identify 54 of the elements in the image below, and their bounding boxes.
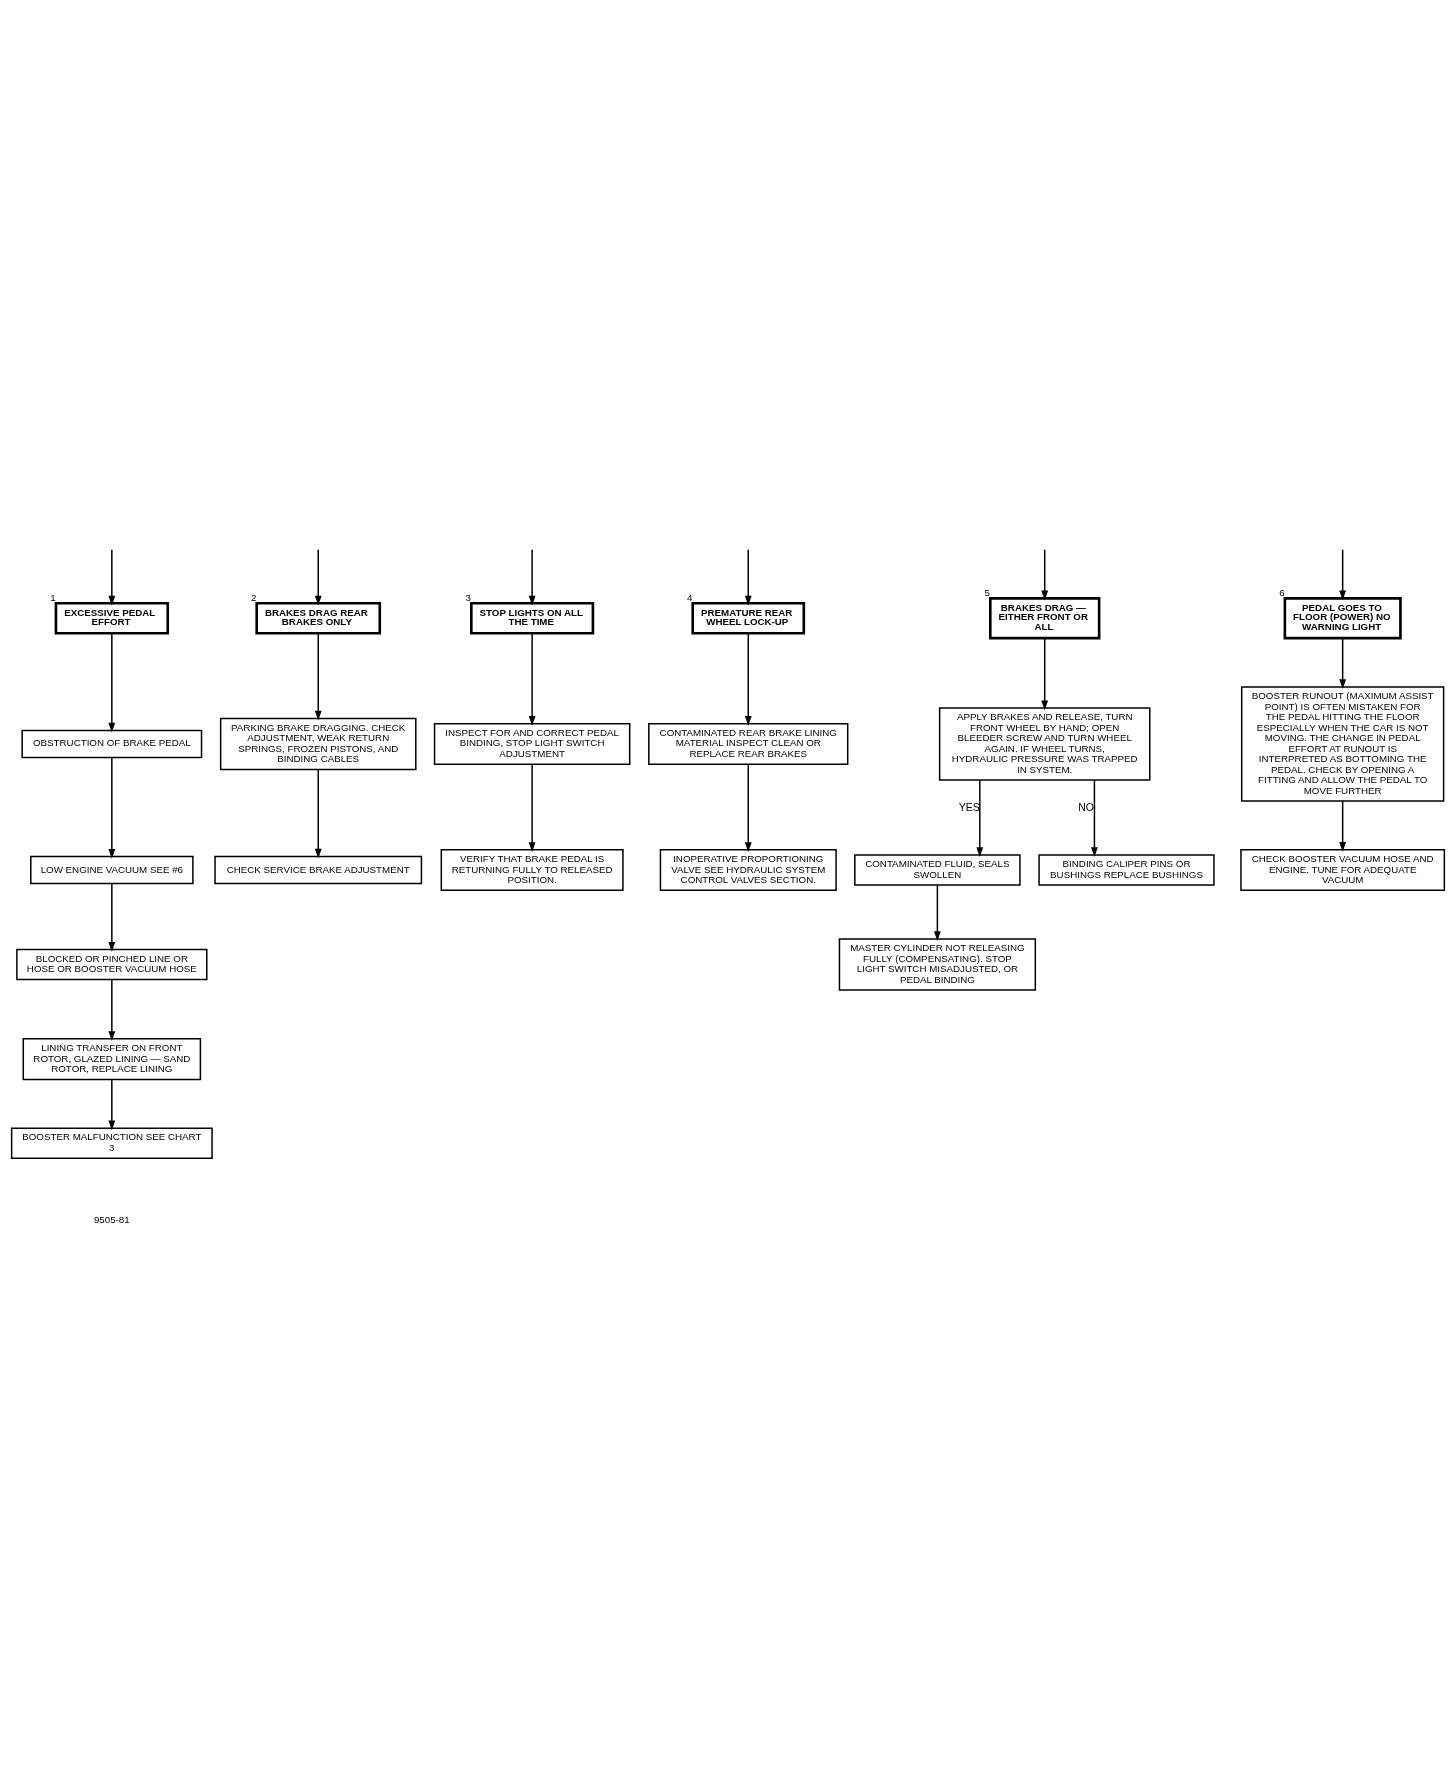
node-label: 4 bbox=[687, 591, 693, 602]
node-box: LOW ENGINE VACUUM SEE #6 bbox=[30, 855, 194, 884]
arrow bbox=[1091, 778, 1098, 857]
arrow bbox=[108, 978, 116, 1041]
arrow bbox=[108, 882, 116, 952]
node-box: EXCESSIVE PEDAL EFFORT bbox=[54, 601, 170, 635]
node-label: 2 bbox=[250, 591, 257, 602]
node-box: CHECK SERVICE BRAKE ADJUSTMENT bbox=[214, 855, 423, 884]
arrow bbox=[314, 768, 322, 859]
node-box: BLOCKED OR PINCHED LINE OR HOSE OR BOOSTER VACUUM HOSE bbox=[16, 948, 208, 980]
node-box: MASTER CYLINDER NOT RELEASING FULLY (COMPENSATING). STOP LIGHT SWITCH MISADJUSTED, OR PEDAL BINDING bbox=[838, 937, 1037, 991]
node-box: INOPERATIVE PROPORTIONING VALVE SEE HYDRAULIC SYSTEM CONTROL VALVES SECTION. bbox=[659, 848, 837, 891]
node-label: 3 bbox=[465, 591, 472, 602]
node-label: 5 bbox=[984, 586, 991, 598]
node-box: BINDING CALIPER PINS OR BUSHINGS REPLACE BUSHINGS bbox=[1038, 853, 1215, 886]
arrow bbox=[976, 778, 984, 857]
node-box: OBSTRUCTION OF BRAKE PEDAL bbox=[21, 729, 203, 758]
arrow bbox=[528, 763, 536, 852]
arrow bbox=[108, 1078, 116, 1130]
arrow bbox=[1339, 636, 1347, 689]
node-box: PEDAL GOES TO FLOOR (POWER) NO WARNING LIGHT bbox=[1283, 596, 1402, 639]
arrow bbox=[108, 756, 116, 859]
edge-label: NO bbox=[1078, 800, 1095, 813]
node-box: BRAKES DRAG REAR BRAKES ONLY bbox=[255, 601, 382, 635]
node-label: 6 bbox=[1279, 586, 1285, 598]
node-box: CHECK BOOSTER VACUUM HOSE AND ENGINE. TUNE FOR ADEQUATE VACUUM bbox=[1240, 848, 1446, 891]
node-box: PREMATURE REAR WHEEL LOCK-UP bbox=[691, 601, 806, 635]
node-box: STOP LIGHTS ON ALL THE TIME bbox=[470, 601, 595, 635]
arrow bbox=[1041, 548, 1049, 600]
node-box: CONTAMINATED FLUID, SEALS SWOLLEN bbox=[854, 853, 1021, 886]
node-label: 1 bbox=[50, 591, 56, 602]
arrow bbox=[108, 548, 116, 605]
arrow bbox=[314, 548, 322, 605]
node-box: CONTAMINATED REAR BRAKE LINING MATERIAL INSPECT CLEAN OR REPLACE REAR BRAKES bbox=[648, 722, 849, 765]
arrow bbox=[528, 548, 536, 605]
node-box: BRAKES DRAG — EITHER FRONT OR ALL bbox=[989, 596, 1101, 639]
arrow bbox=[744, 548, 752, 605]
arrow bbox=[314, 632, 322, 720]
arrow bbox=[1339, 799, 1347, 852]
arrow bbox=[1339, 548, 1347, 600]
arrow bbox=[1041, 636, 1049, 710]
arrow bbox=[108, 632, 116, 732]
node-box: BOOSTER MALFUNCTION SEE CHART 3 bbox=[10, 1126, 213, 1159]
node-box: APPLY BRAKES AND RELEASE, TURN FRONT WHEEL BY HAND; OPEN BLEEDER SCREW AND TURN WHEEL AGAIN. IF WHEEL TURNS, HYDRAULIC PRESSURE WAS TRAPPED IN SYSTEM. bbox=[938, 706, 1151, 781]
arrow bbox=[744, 632, 752, 726]
node-box: VERIFY THAT BRAKE PEDAL IS RETURNING FULLY TO RELEASED POSITION. bbox=[440, 848, 624, 891]
node-box: LINING TRANSFER ON FRONT ROTOR, GLAZED LINING — SAND ROTOR, REPLACE LINING bbox=[22, 1037, 202, 1080]
arrow bbox=[933, 883, 941, 941]
arrow bbox=[528, 632, 536, 726]
label: 9505-81 bbox=[93, 1213, 130, 1225]
node-box: BOOSTER RUNOUT (MAXIMUM ASSIST POINT) IS OFTEN MISTAKEN FOR THE PEDAL HITTING THE FLOOR ESPECIALLY WHEN THE CAR IS NOT MOVING. THE CHANGE IN PEDAL EFFORT AT RUNOUT IS INTERPRETED AS BOTTOMING THE PEDAL. CHECK BY OPENING A FITTING AND ALLOW THE PEDAL TO MOVE FURTHER bbox=[1240, 685, 1445, 802]
node-box: PARKING BRAKE DRAGGING. CHECK ADJUSTMENT, WEAK RETURN SPRINGS, FROZEN PISTONS, AND BINDING CABLES bbox=[219, 717, 417, 770]
arrow bbox=[744, 763, 752, 852]
node-box: INSPECT FOR AND CORRECT PEDAL BINDING, STOP LIGHT SWITCH ADJUSTMENT bbox=[433, 722, 631, 765]
